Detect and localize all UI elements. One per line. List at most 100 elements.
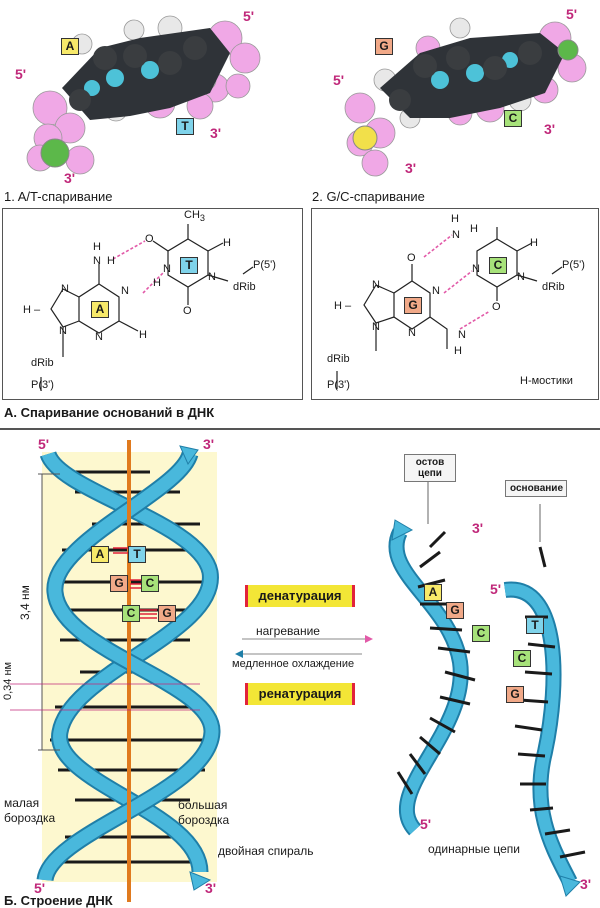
adenine-p3: P(3') (31, 379, 54, 391)
strand1-adenine: A (424, 584, 442, 601)
heating-label: нагревание (256, 624, 320, 638)
thymine-o4: O (145, 233, 154, 245)
helix-five-prime-bottom: 5' (34, 880, 46, 896)
cytosine-amine-n: N (452, 229, 460, 241)
guanine-label-top: G (375, 38, 393, 55)
thymine-n3: N (163, 263, 171, 275)
section-divider (0, 428, 600, 430)
helix-thymine: T (128, 546, 146, 563)
adenine-h2: H (139, 329, 147, 341)
at-pairing-title: 1. A/T-спаривание (4, 189, 113, 204)
minor-groove-label: малая бороздка (4, 796, 56, 825)
gc-structure-box: H N H H N N O P(5') dRib O N N H – N N N… (311, 208, 599, 400)
cytosine-drib: dRib (542, 281, 565, 293)
gc-space-filling-model (344, 17, 587, 177)
strand2-guanine: G (506, 686, 524, 703)
gc-pairing-title: 2. G/C-спаривание (312, 189, 425, 204)
thymine-h6: H (223, 237, 231, 249)
cytosine-label-top: C (504, 110, 522, 127)
thymine-o2: O (183, 305, 192, 317)
adenine-n7: N (61, 283, 69, 295)
pitch-label: 3,4 нм (18, 585, 32, 620)
cytosine-n3: N (472, 263, 480, 275)
strand2-five-prime: 5' (490, 581, 502, 597)
guanine-amine-h: H (454, 345, 462, 357)
helix-cytosine-1: C (141, 575, 159, 592)
gc-three-prime-bottom: 3' (405, 160, 417, 176)
panel-a-caption: А. Спаривание оснований в ДНК (4, 405, 215, 420)
guanine-drib: dRib (327, 353, 350, 365)
strand1-three-prime: 3' (472, 520, 484, 536)
dna-structure-drawing (10, 440, 586, 902)
helix-guanine-1: G (110, 575, 128, 592)
gc-five-prime-left: 5' (333, 72, 345, 88)
cytosine-o2: O (492, 301, 501, 313)
cytosine-n1: N (517, 271, 525, 283)
adenine-drib: dRib (31, 357, 54, 369)
cytosine-h6: H (530, 237, 538, 249)
at-five-prime-top: 5' (243, 8, 255, 24)
thymine-n1: N (208, 271, 216, 283)
gc-five-prime-top: 5' (566, 6, 578, 22)
backbone-tag: остов цепи (404, 454, 456, 482)
helix-guanine-2: G (158, 605, 176, 622)
strand2-cytosine: C (513, 650, 531, 667)
adenine-box: A (91, 301, 109, 318)
strand1-cytosine: C (472, 625, 490, 642)
at-three-prime-right: 3' (210, 125, 222, 141)
guanine-amine-n: N (458, 329, 466, 341)
thymine-box: T (180, 257, 198, 274)
cytosine-amine-h2: H (470, 223, 478, 235)
guanine-n1: N (432, 285, 440, 297)
gc-three-prime-right: 3' (544, 121, 556, 137)
helix-five-prime-top: 5' (38, 436, 50, 452)
at-five-prime-left: 5' (15, 66, 27, 82)
helix-three-prime-bottom: 3' (205, 880, 217, 896)
helix-three-prime-top: 3' (203, 436, 215, 452)
denaturation-label: денатурация (245, 585, 355, 607)
adenine-amine-h: H (93, 241, 101, 253)
adenine-label-top: A (61, 38, 79, 55)
ch3-subscript: 3 (199, 213, 205, 224)
guanine-c8-h: H – (334, 300, 352, 312)
slow-cooling-label: медленное охлаждение (232, 658, 355, 670)
renaturation-label: ренатурация (245, 683, 355, 705)
h-bridges-label: Н-мостики (520, 375, 573, 387)
strand2-three-prime: 3' (580, 876, 592, 892)
thymine-p5: P(5') (253, 259, 276, 271)
cytosine-amine-h: H (451, 213, 459, 225)
panel-b-caption: Б. Строение ДНК (4, 893, 113, 908)
guanine-p3: P(3') (327, 379, 350, 391)
cytosine-box: C (489, 257, 507, 274)
adenine-n1: N (121, 285, 129, 297)
helix-adenine: A (91, 546, 109, 563)
at-structure-box: CH3 H N H O H N H N O P(5') dRib N N H –… (2, 208, 303, 400)
strand1-five-prime: 5' (420, 816, 432, 832)
guanine-o6: O (407, 252, 416, 264)
base-tag: основание (505, 480, 567, 497)
thymine-drib: dRib (233, 281, 256, 293)
adenine-amine-n: N (93, 255, 101, 267)
ch3-text: CH (184, 209, 200, 221)
adenine-amine-h2: H (107, 255, 115, 267)
double-helix-label: двойная спираль (218, 844, 314, 858)
strand2-thymine: T (526, 617, 544, 634)
guanine-n7: N (372, 279, 380, 291)
adenine-n3: N (95, 331, 103, 343)
guanine-n3: N (408, 327, 416, 339)
thymine-label-top: T (176, 118, 194, 135)
at-three-prime-bottom: 3' (64, 170, 76, 186)
adenine-n9: N (59, 325, 67, 337)
strand1-guanine: G (446, 602, 464, 619)
rise-label: 0,34 нм (2, 661, 14, 700)
thymine-h3: H (153, 277, 161, 289)
gc-bond-lines (336, 227, 563, 389)
at-space-filling-model (26, 15, 261, 175)
single-strands-label: одинарные цепи (428, 842, 520, 856)
helix-cytosine-2: C (122, 605, 140, 622)
at-bond-lines (40, 224, 254, 391)
guanine-n9: N (372, 321, 380, 333)
methyl-group: CH3 (184, 209, 205, 223)
major-groove-label: большая бороздка (178, 798, 230, 827)
cytosine-p5: P(5') (562, 259, 585, 271)
